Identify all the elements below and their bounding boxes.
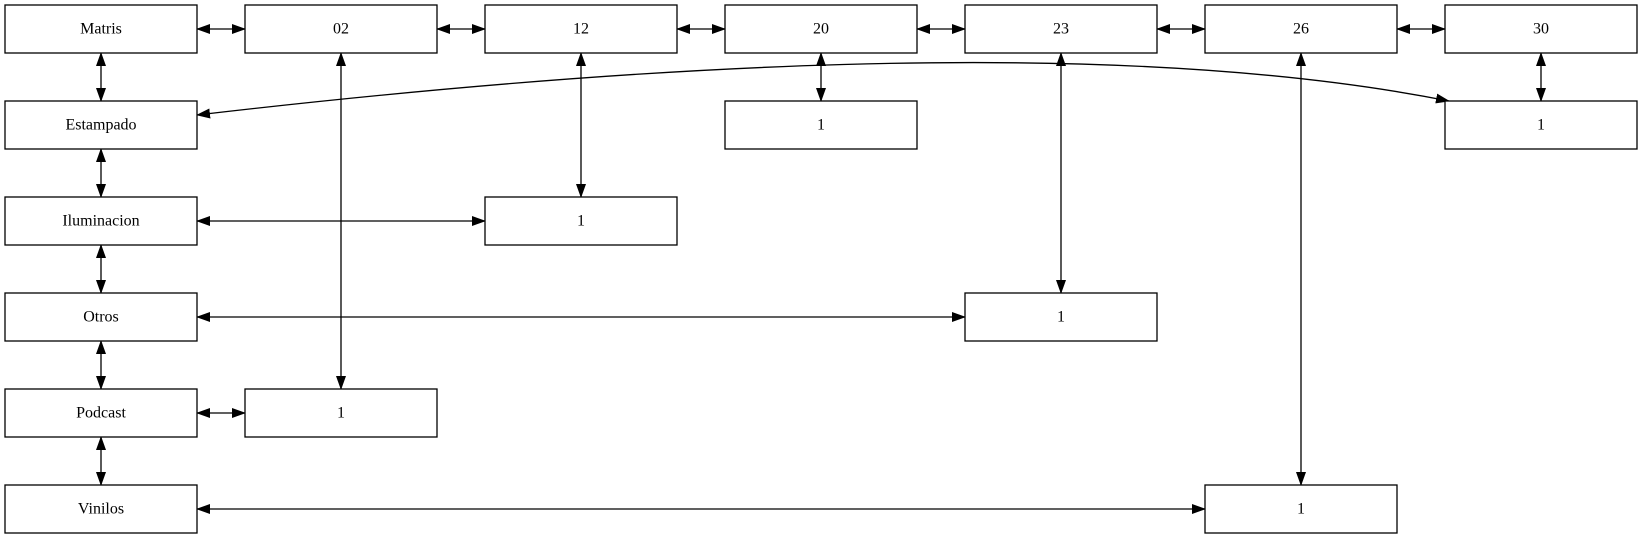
node-cell-20: 1 <box>724 100 918 150</box>
node-matris: Matris <box>4 4 198 54</box>
node-cell-30-estampado-label: 1 <box>1537 117 1545 134</box>
node-cell-30-estampado: 1 <box>1444 100 1638 150</box>
node-otros-label: Otros <box>83 309 119 326</box>
node-col-26: 26 <box>1204 4 1398 54</box>
node-col-20: 20 <box>724 4 918 54</box>
nodes-layer: Matris 02 12 20 23 26 30 Estampad <box>4 4 1638 534</box>
node-col-30: 30 <box>1444 4 1638 54</box>
node-col-12: 12 <box>484 4 678 54</box>
node-podcast-label: Podcast <box>76 405 126 422</box>
node-col-02-label: 02 <box>333 21 349 38</box>
node-cell-02-podcast-label: 1 <box>337 405 345 422</box>
node-cell-20-label: 1 <box>817 117 825 134</box>
node-podcast: Podcast <box>4 388 198 438</box>
node-cell-26-vinilos-label: 1 <box>1297 501 1305 518</box>
node-cell-12-iluminacion-label: 1 <box>577 213 585 230</box>
node-otros: Otros <box>4 292 198 342</box>
node-cell-12-iluminacion: 1 <box>484 196 678 246</box>
node-matris-label: Matris <box>80 21 122 38</box>
node-cell-23-otros: 1 <box>964 292 1158 342</box>
node-estampado-label: Estampado <box>65 117 136 134</box>
node-col-26-label: 26 <box>1293 21 1309 38</box>
node-col-02: 02 <box>244 4 438 54</box>
node-vinilos-label: Vinilos <box>78 501 124 518</box>
node-cell-23-otros-label: 1 <box>1057 309 1065 326</box>
node-vinilos: Vinilos <box>4 484 198 534</box>
edge-estampado-cell-30 <box>196 61 1450 119</box>
node-col-23-label: 23 <box>1053 21 1069 38</box>
node-iluminacion: Iluminacion <box>4 196 198 246</box>
node-col-12-label: 12 <box>573 21 589 38</box>
node-estampado: Estampado <box>4 100 198 150</box>
node-cell-26-vinilos: 1 <box>1204 484 1398 534</box>
node-col-23: 23 <box>964 4 1158 54</box>
edges-layer <box>96 24 1546 514</box>
node-iluminacion-label: Iluminacion <box>62 213 139 230</box>
node-col-20-label: 20 <box>813 21 829 38</box>
node-cell-02-podcast: 1 <box>244 388 438 438</box>
node-col-30-label: 30 <box>1533 21 1549 38</box>
